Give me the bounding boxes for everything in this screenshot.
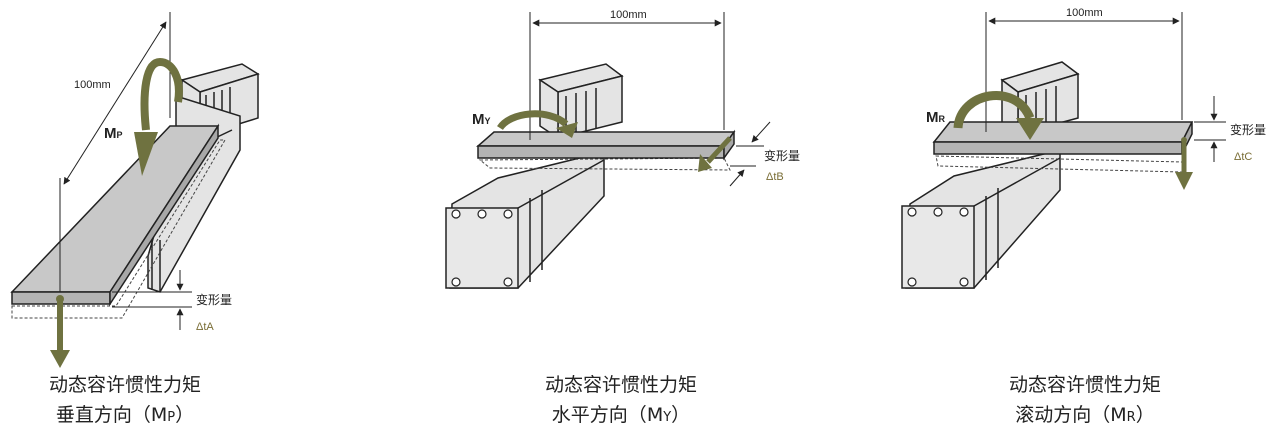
endcap-bolts-yaw [451, 209, 513, 287]
delta-label-pitch: ΔtA [196, 321, 214, 333]
panel-roll: 100mm MR 变形量 ΔtC [901, 7, 1266, 289]
motor-roll [1000, 61, 1080, 136]
deformation-indicator-yaw [729, 121, 771, 187]
motor-yaw [538, 63, 624, 140]
top-plate-pitch [10, 123, 220, 307]
force-arrow-roll [1175, 137, 1193, 190]
moment-arrow-pitch [134, 57, 183, 176]
moment-arrow-yaw [497, 110, 578, 138]
caption-pitch-title: 动态容许惯性力矩 [48, 374, 201, 396]
top-plate-roll [932, 121, 1194, 155]
caption-yaw-direction: 水平方向（MY） [551, 404, 691, 426]
dimension-roll [985, 12, 1183, 132]
moment-label-pitch: MP [104, 125, 123, 142]
deformation-indicator-pitch [112, 270, 192, 330]
deformation-label-yaw: 变形量 [764, 148, 800, 163]
caption-roll: 动态容许惯性力矩 滚动方向（MR） [980, 370, 1190, 433]
dimension-label-yaw: 100mm [610, 9, 647, 21]
dimension-label-pitch: 100mm [74, 79, 111, 91]
force-arrow-yaw [698, 136, 732, 172]
deformation-label-roll: 变形量 [1230, 122, 1266, 137]
actuator-body-yaw [445, 151, 605, 289]
delta-label-yaw: ΔtB [766, 171, 784, 183]
panel-pitch: 100mm MP 变形量 ΔtA [10, 12, 260, 368]
dimension-label-roll: 100mm [1066, 7, 1103, 19]
caption-pitch: 动态容许惯性力矩 垂直方向（MP） [20, 370, 230, 433]
force-arrow-pitch [50, 295, 70, 368]
endcap-bolts-roll [907, 207, 969, 287]
deformation-indicator-roll [1194, 96, 1226, 162]
dimension-yaw [529, 12, 725, 140]
moment-label-roll: MR [926, 109, 946, 126]
panel-yaw: 100mm MY 变形量 ΔtB [445, 9, 800, 289]
moment-arrow-roll [953, 91, 1044, 140]
top-plate-yaw [476, 129, 736, 161]
deformation-label-pitch: 变形量 [196, 292, 232, 307]
delta-label-roll: ΔtC [1234, 151, 1252, 163]
deformed-plate-pitch [11, 139, 226, 319]
caption-yaw: 动态容许惯性力矩 水平方向（MY） [516, 370, 726, 433]
actuator-body-roll [901, 149, 1061, 289]
moment-label-yaw: MY [472, 111, 491, 128]
caption-pitch-direction: 垂直方向（MP） [55, 404, 195, 426]
caption-roll-direction: 滚动方向（MR） [1015, 404, 1155, 426]
caption-yaw-title: 动态容许惯性力矩 [544, 374, 697, 396]
caption-roll-title: 动态容许惯性力矩 [1008, 374, 1161, 396]
deformed-plate-yaw [478, 157, 731, 171]
